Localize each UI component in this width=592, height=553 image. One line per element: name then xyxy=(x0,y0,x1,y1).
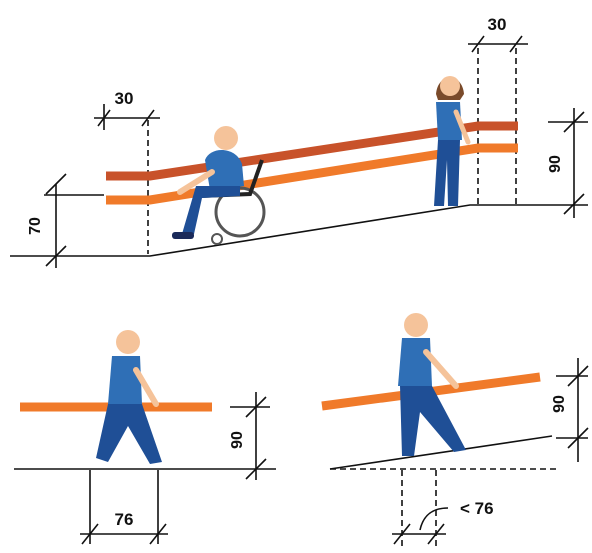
woman-arm xyxy=(453,109,471,145)
upper-handrail xyxy=(106,121,518,181)
ramp-ground-line xyxy=(10,204,588,257)
top-dimension-30: 30 xyxy=(468,15,528,53)
height-90-flat-label: 90 xyxy=(229,431,246,449)
flat-figure-head xyxy=(116,330,140,354)
flat-figure-legs xyxy=(96,404,162,464)
height-dimension-70: 70 xyxy=(27,173,104,268)
height-90-ramp-label: 90 xyxy=(547,155,564,173)
height-dimension-90-slope: 90 xyxy=(551,358,589,462)
left-dimension-30: 30 xyxy=(94,89,160,130)
left-dimension-label: 30 xyxy=(115,89,134,108)
wheelchair-caster xyxy=(211,233,223,245)
wheelchair-user-legs xyxy=(182,186,240,234)
height-70-label: 70 xyxy=(27,217,44,235)
wheelchair-user-figure xyxy=(172,126,266,245)
height-dimension-90-flat: 90 xyxy=(229,392,270,480)
height-90-slope-label: 90 xyxy=(551,395,568,413)
slope-figure-legs xyxy=(400,386,466,456)
flat-walking-figure xyxy=(96,330,162,464)
slope-walking-figure xyxy=(398,313,466,456)
slope-ground-line xyxy=(329,435,553,470)
wheelchair-user-arm xyxy=(177,169,215,195)
top-dimension-label: 30 xyxy=(488,15,507,34)
standing-woman-figure xyxy=(434,76,471,206)
slope-view: 90 < 76 xyxy=(321,313,589,546)
ramp-view: 30 30 70 90 xyxy=(10,15,588,268)
slope-width-leader xyxy=(419,507,449,531)
width-dimension-76: 76 xyxy=(80,470,168,545)
slope-figure-torso xyxy=(398,338,432,386)
wheelchair-user-shoe xyxy=(172,232,194,239)
width-76-label: 76 xyxy=(115,510,134,529)
flat-figure-arm xyxy=(133,367,159,407)
height-dimension-90-ramp: 90 xyxy=(547,108,588,218)
wheelchair-user-head xyxy=(214,126,238,150)
woman-legs xyxy=(434,140,460,206)
width-less-than-76-label: < 76 xyxy=(460,499,494,518)
lower-handrail xyxy=(106,143,518,205)
flat-figure-torso xyxy=(108,356,142,404)
flat-view: 90 76 xyxy=(14,330,276,545)
width-dimension-less-than-76: < 76 xyxy=(392,470,494,546)
slope-figure-arm xyxy=(423,349,459,389)
woman-head xyxy=(440,76,460,96)
slope-figure-head xyxy=(404,313,428,337)
wheelchair-user-torso xyxy=(205,149,244,190)
